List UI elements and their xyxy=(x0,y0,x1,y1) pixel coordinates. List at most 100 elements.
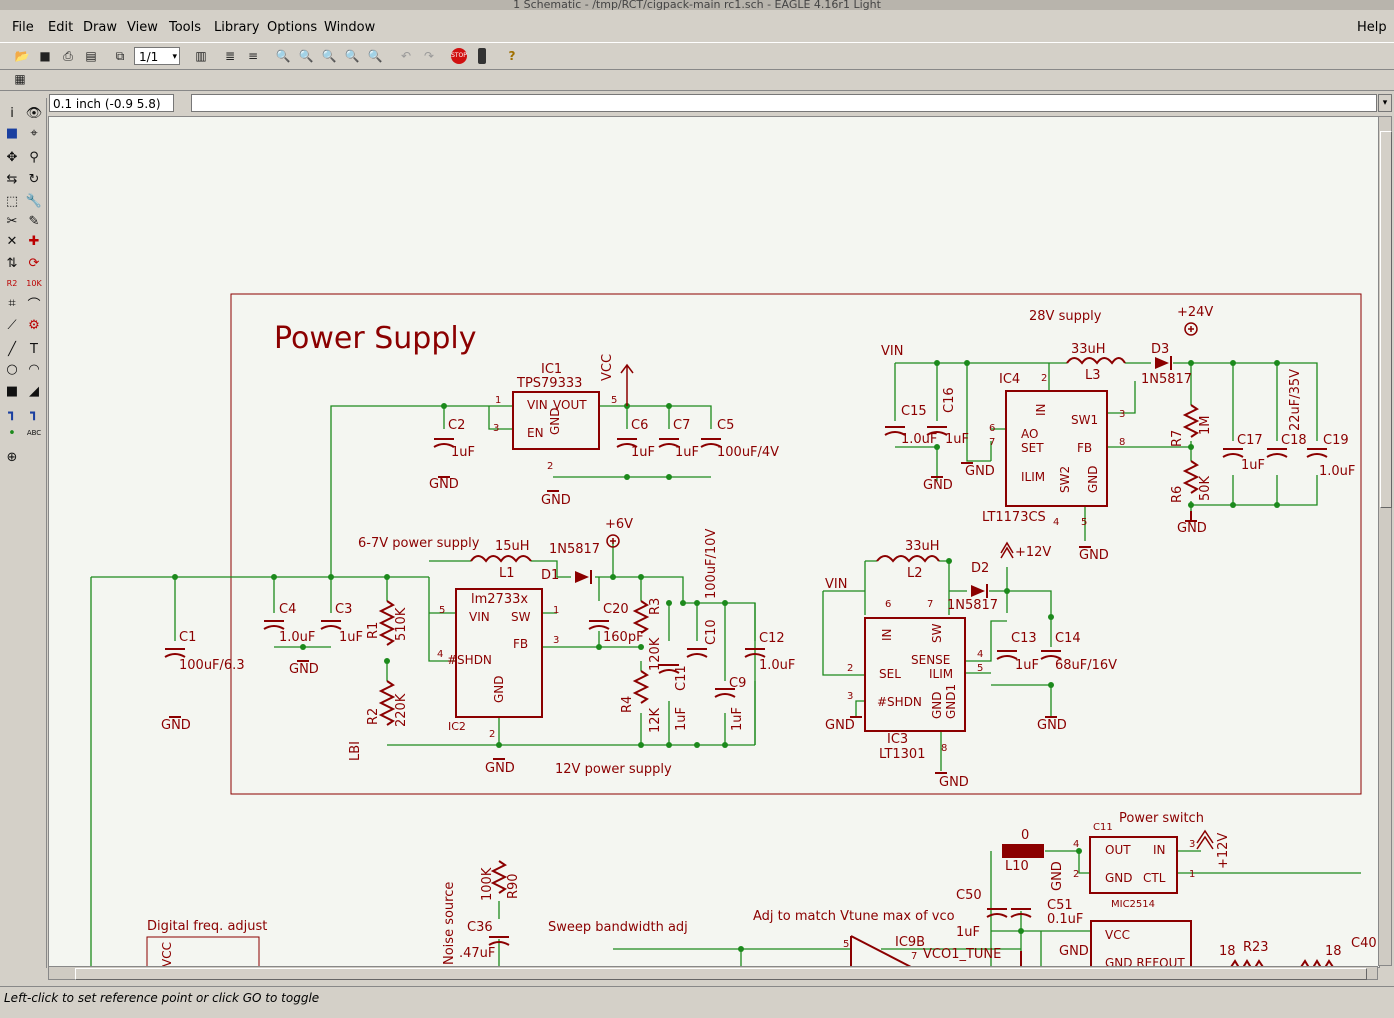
command-input[interactable] xyxy=(191,94,1377,112)
svg-text:4: 4 xyxy=(977,649,983,660)
zoom-select-icon[interactable]: 🔍 xyxy=(367,49,383,63)
c9-value: 1uF xyxy=(730,707,745,731)
wire-icon[interactable]: ╱ xyxy=(8,341,16,357)
horizontal-scrollbar[interactable] xyxy=(48,966,1378,980)
c7-value: 1uF xyxy=(675,445,699,460)
bus-icon[interactable]: ┓ xyxy=(8,405,16,421)
move-icon[interactable]: ✥ xyxy=(6,149,18,165)
copy-icon[interactable]: ⚲ xyxy=(29,149,39,165)
menu-draw[interactable]: Draw xyxy=(83,20,117,35)
ic9b-name: IC9B xyxy=(895,935,925,950)
r1-name: R1 xyxy=(366,622,381,639)
ic1-name: IC1 xyxy=(541,362,562,377)
stop-icon[interactable]: STOP xyxy=(449,46,469,66)
undo-icon[interactable]: ↶ xyxy=(400,49,412,63)
c2-value: 1uF xyxy=(451,445,475,460)
grid-icon[interactable]: ▦ xyxy=(14,72,26,86)
schematic-canvas[interactable]: Power Supply xyxy=(48,116,1380,968)
vertical-scrollbar[interactable] xyxy=(1378,116,1392,966)
command-history-chevron-icon[interactable]: ▾ xyxy=(1378,94,1392,112)
menu-edit[interactable]: Edit xyxy=(48,20,74,35)
28v-supply-label: 28V supply xyxy=(1029,309,1102,324)
c12-name: C12 xyxy=(759,631,785,646)
menu-file[interactable]: File xyxy=(12,20,34,35)
sheet-icon[interactable]: ⧉ xyxy=(115,48,125,63)
open-icon[interactable]: 📂 xyxy=(14,49,30,63)
print-icon[interactable]: ⎙ xyxy=(63,48,73,63)
rect-icon[interactable]: ■ xyxy=(5,383,19,399)
save-icon[interactable]: ■ xyxy=(39,49,51,63)
horizontal-scroll-thumb[interactable] xyxy=(75,968,1367,980)
menu-view[interactable]: View xyxy=(127,20,158,35)
rotate-icon[interactable]: ↻ xyxy=(28,171,40,187)
name-icon[interactable]: R2 xyxy=(6,278,18,288)
show-icon[interactable]: 👁 xyxy=(25,105,43,121)
mirror-icon[interactable]: ⇆ xyxy=(6,171,18,187)
c36-name: C36 xyxy=(467,920,493,935)
miter-icon[interactable]: ⌒ xyxy=(27,297,41,313)
ulp-icon[interactable]: ≡ xyxy=(247,49,259,63)
info-icon[interactable]: i xyxy=(10,105,14,121)
split-icon[interactable]: ⟋ xyxy=(7,317,17,333)
paste-icon[interactable]: ✎ xyxy=(28,213,40,229)
window-title: 1 Schematic - /tmp/RCT/cigpack-main rc1.… xyxy=(0,0,1394,10)
mark-icon[interactable]: ⌖ xyxy=(30,125,38,141)
gnd-c15: GND xyxy=(923,478,953,493)
c10-name: C10 xyxy=(704,619,719,645)
menu-window[interactable]: Window xyxy=(324,20,376,35)
menu-help[interactable]: Help xyxy=(1357,20,1387,35)
r6-name: R6 xyxy=(1170,486,1185,503)
ic2-name: IC2 xyxy=(448,720,466,733)
text-icon[interactable]: T xyxy=(30,341,38,357)
replace-icon[interactable]: ⟳ xyxy=(28,255,40,271)
redraw-icon[interactable]: 🔍 xyxy=(344,49,360,63)
lbi-label: LBI xyxy=(348,741,363,761)
erc-icon[interactable]: ⊕ xyxy=(6,449,18,465)
value-icon[interactable]: 10K xyxy=(26,278,42,288)
go-icon[interactable] xyxy=(472,46,492,66)
redo-icon[interactable]: ↷ xyxy=(423,49,435,63)
display-icon[interactable]: ■ xyxy=(5,125,19,141)
zoom-out-icon[interactable]: 🔍 xyxy=(321,49,337,63)
c9-name: C9 xyxy=(729,676,746,691)
invoke-icon[interactable]: ⚙ xyxy=(28,317,40,333)
ic4-ilim: ILIM xyxy=(1021,470,1045,484)
frame-title: Power Supply xyxy=(274,321,476,356)
script-icon[interactable]: ≣ xyxy=(224,49,236,63)
pinswap-icon[interactable]: ⇅ xyxy=(6,255,18,271)
svg-text:4: 4 xyxy=(1053,517,1059,528)
junction-icon[interactable]: • xyxy=(8,425,16,441)
l1-value: 15uH xyxy=(495,539,530,554)
l1-name: L1 xyxy=(499,566,515,581)
library-icon[interactable]: ▥ xyxy=(195,49,207,63)
add-icon[interactable]: ✚ xyxy=(28,233,40,249)
menu-options[interactable]: Options xyxy=(267,20,318,35)
ic2-vin: VIN xyxy=(469,610,490,624)
zoom-fit-icon[interactable]: 🔍 xyxy=(275,49,291,63)
polygon-icon[interactable]: ◢ xyxy=(29,383,39,399)
r7-value: 1M xyxy=(1198,416,1213,436)
ic4-fb: FB xyxy=(1077,441,1092,455)
vertical-scroll-thumb[interactable] xyxy=(1380,131,1392,508)
menu-library[interactable]: Library xyxy=(214,20,260,35)
sheet-select[interactable]: 1/1 ▾ xyxy=(134,47,180,65)
group-icon[interactable]: ⬚ xyxy=(5,193,19,209)
label-icon[interactable]: ABC xyxy=(26,429,42,437)
help-icon[interactable]: ? xyxy=(508,49,516,63)
12v-label: +12V xyxy=(1015,545,1051,560)
smash-icon[interactable]: ⌗ xyxy=(8,295,16,311)
c6-name: C6 xyxy=(631,418,648,433)
zoom-in-icon[interactable]: 🔍 xyxy=(298,49,314,63)
menu-tools[interactable]: Tools xyxy=(169,20,202,35)
delete-icon[interactable]: ✕ xyxy=(6,233,18,249)
vin-label-28v: VIN xyxy=(881,344,903,359)
cam-icon[interactable]: ▤ xyxy=(85,49,97,63)
ic2-fb: FB xyxy=(513,637,528,651)
l1-inductor xyxy=(470,555,532,563)
circle-icon[interactable]: ○ xyxy=(6,361,18,377)
arc-icon[interactable]: ◠ xyxy=(28,361,40,377)
net-icon[interactable]: ┓ xyxy=(30,405,38,421)
coordinate-display: 0.1 inch (-0.9 5.8) xyxy=(49,94,174,112)
change-icon[interactable]: 🔧 xyxy=(25,193,43,209)
cut-icon[interactable]: ✂ xyxy=(6,213,18,229)
